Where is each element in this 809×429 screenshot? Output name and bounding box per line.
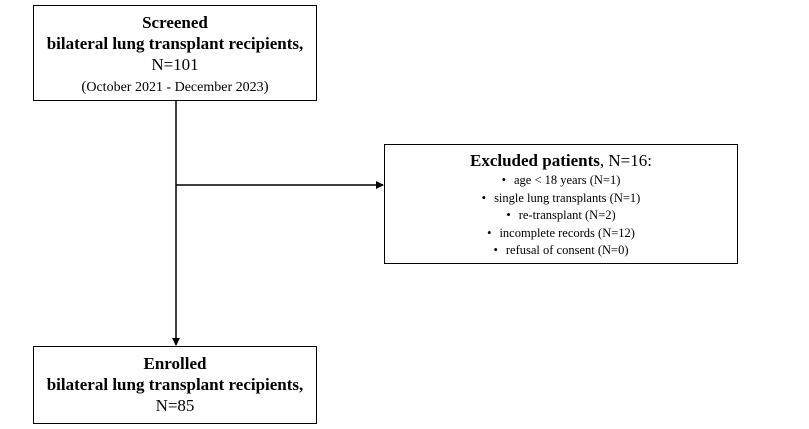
screened-count: N=101	[151, 55, 199, 74]
excluded-item-text: single lung transplants (N=1)	[494, 190, 641, 205]
excluded-item-text: age < 18 years (N=1)	[513, 173, 621, 187]
enrolled-subtitle: bilateral lung transplant recipients,	[46, 375, 304, 394]
bullet-icon: •	[501, 173, 506, 187]
enrolled-count: N=85	[155, 396, 195, 415]
bullet-icon: •	[481, 190, 487, 205]
enrolled-box: Enrolled bilateral lung transplant recip…	[33, 346, 317, 424]
excluded-item-text: re-transplant (N=2)	[518, 208, 616, 222]
screened-title: Screened	[142, 13, 208, 32]
screened-period-open-paren: (	[81, 79, 87, 95]
excluded-item: • refusal of consent (N=0)	[385, 242, 737, 260]
excluded-item: • incomplete records (N=12)	[385, 225, 737, 243]
screened-box: Screened bilateral lung transplant recip…	[33, 5, 317, 101]
excluded-title: Excluded patients	[470, 151, 600, 170]
excluded-box: Excluded patients, N=16: • age < 18 years…	[384, 144, 738, 264]
excluded-item: • age < 18 years (N=1)	[385, 172, 737, 190]
excluded-count: , N=16:	[599, 151, 652, 170]
screened-period-close-paren: )	[263, 79, 269, 95]
bullet-icon: •	[493, 243, 498, 257]
screened-period: (October 2021 - December 2023)	[34, 78, 316, 97]
excluded-item: • re-transplant (N=2)	[385, 207, 737, 225]
excluded-item-text: incomplete records (N=12)	[499, 225, 635, 240]
enrolled-title: Enrolled	[143, 354, 207, 373]
excluded-heading: Excluded patients, N=16:	[385, 151, 737, 171]
bullet-icon: •	[506, 208, 511, 222]
excluded-item-text: refusal of consent (N=0)	[505, 243, 629, 257]
bullet-icon: •	[487, 225, 492, 240]
screened-subtitle: bilateral lung transplant recipients,	[46, 34, 304, 53]
excluded-item: • single lung transplants (N=1)	[385, 190, 737, 208]
screened-period-text: October 2021 - December 2023	[86, 80, 264, 95]
